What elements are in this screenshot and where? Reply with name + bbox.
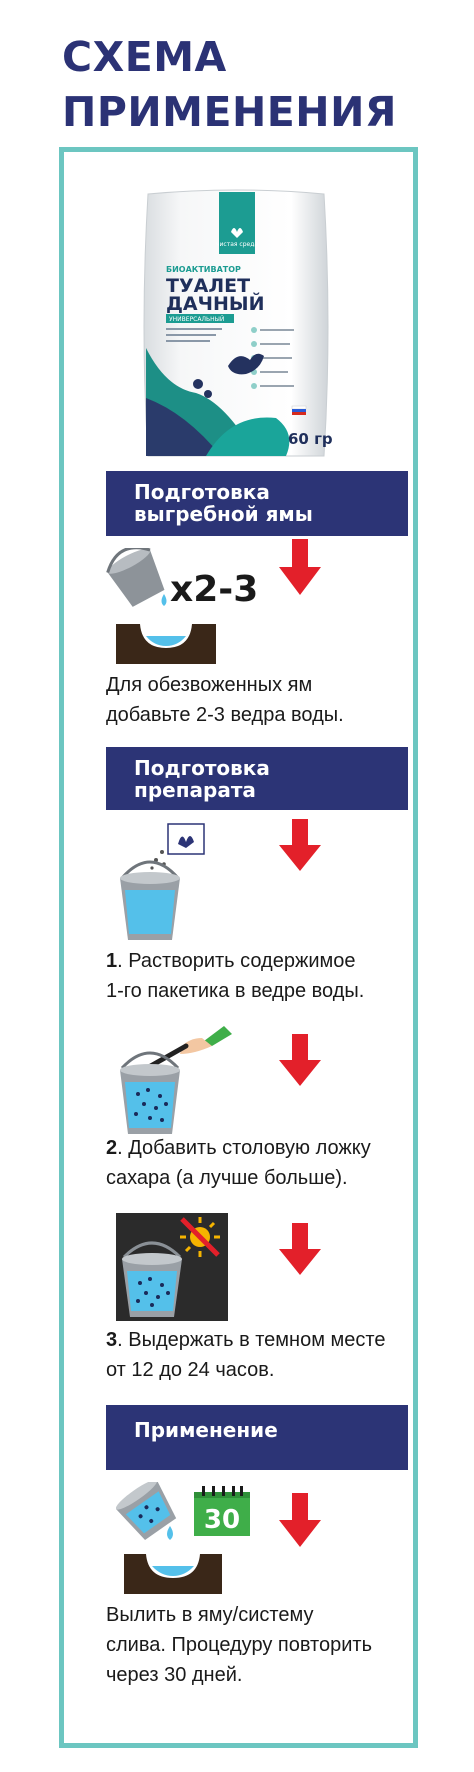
calendar-icon: 30 — [194, 1486, 250, 1536]
step-3-line1: . Выдержать в темном месте — [117, 1329, 386, 1351]
section-banner-apply: Применение — [106, 1405, 408, 1470]
pit-instruction-line1: Для обезвоженных ям — [106, 674, 313, 696]
package-variant: УНИВЕРСАЛЬНЫЙ — [169, 316, 224, 323]
apply-instruction: Вылить в яму/систему слива. Процедуру по… — [106, 1600, 372, 1690]
banner-prep-line2: препарата — [134, 778, 256, 802]
step-2-number: 2 — [106, 1137, 118, 1159]
sachet-into-bucket-icon — [120, 823, 205, 940]
pouring-bucket-icon — [106, 548, 167, 607]
banner-pit-line2: выгребной ямы — [134, 502, 313, 526]
section-banner-prep: Подготовка препарата — [106, 747, 408, 810]
step-3-text: 3. Выдержать в темном месте от 12 до 24 … — [106, 1325, 385, 1385]
content-frame — [59, 147, 418, 1748]
section-banner-pit: Подготовка выгребной ямы — [106, 471, 408, 536]
banner-apply-line1: Применение — [134, 1418, 278, 1442]
package-name-1: ТУАЛЕТ — [166, 275, 250, 297]
package-brand: чистая среда — [216, 241, 258, 248]
package-category: БИОАКТИВАТОР — [166, 265, 241, 274]
pit-with-water-icon — [124, 1554, 222, 1594]
down-arrow-icon — [279, 1034, 321, 1086]
step-3-line2: от 12 до 24 часов. — [106, 1359, 275, 1381]
calendar-day: 30 — [204, 1505, 240, 1535]
step-1-line1: . Растворить содержимое — [117, 950, 356, 972]
sugar-spoon-bucket-icon — [120, 1026, 232, 1134]
step-3-number: 3 — [106, 1329, 118, 1351]
step-1-line2: 1-го пакетика в ведре воды. — [106, 980, 365, 1002]
title-line-1: СХЕМА — [62, 33, 227, 81]
down-arrow-icon — [279, 819, 321, 871]
pit-instruction-line2: добавьте 2-3 ведра воды. — [106, 704, 344, 726]
step-2-line2: сахара (а лучше больше). — [106, 1167, 348, 1189]
banner-prep-line1: Подготовка — [134, 756, 270, 780]
pit-instruction: Для обезвоженных ям добавьте 2-3 ведра в… — [106, 670, 344, 730]
apply-line2: слива. Процедуру повторить — [106, 1634, 372, 1656]
page-title: СХЕМА ПРИМЕНЕНИЯ — [62, 30, 397, 140]
apply-line3: через 30 дней. — [106, 1664, 243, 1686]
product-package-image: чистая среда БИОАКТИВАТОР ТУАЛЕТ ДАЧНЫЙ … — [143, 189, 333, 457]
apply-line1: Вылить в яму/систему — [106, 1604, 314, 1626]
pit-with-water-icon — [116, 624, 216, 664]
dark-place-bucket-icon — [116, 1213, 228, 1321]
banner-pit-line1: Подготовка — [134, 480, 270, 504]
multiplier-label: x2-3 — [170, 569, 259, 610]
pour-bucket-icon — [116, 1482, 177, 1540]
step-1-number: 1 — [106, 950, 118, 972]
step-1-text: 1. Растворить содержимое 1-го пакетика в… — [106, 946, 364, 1006]
step-2-text: 2. Добавить столовую ложку сахара (а луч… — [106, 1133, 371, 1193]
package-weight: 60 гр — [288, 430, 333, 448]
title-line-2: ПРИМЕНЕНИЯ — [62, 88, 398, 136]
down-arrow-icon — [279, 1493, 321, 1547]
step-2-line1: . Добавить столовую ложку — [117, 1137, 371, 1159]
package-name-2: ДАЧНЫЙ — [166, 292, 264, 315]
down-arrow-icon — [279, 539, 321, 595]
down-arrow-icon — [279, 1223, 321, 1275]
